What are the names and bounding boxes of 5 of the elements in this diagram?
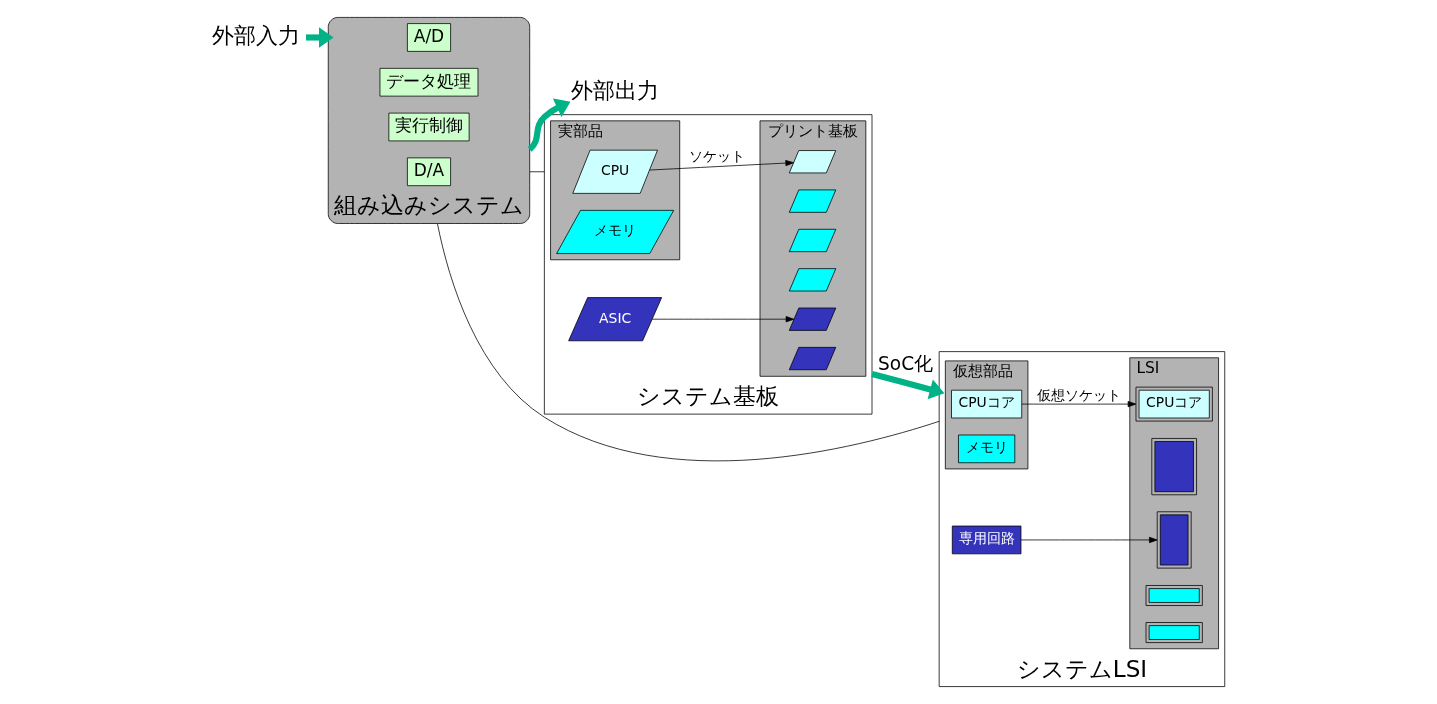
edge-label: SoC化 <box>877 353 933 375</box>
edge-label: 仮想ソケット <box>1036 386 1121 403</box>
edge-label: ソケット <box>688 148 745 165</box>
node-text: 外部入力 <box>211 22 300 48</box>
node-text: 外部出力 <box>570 78 659 104</box>
